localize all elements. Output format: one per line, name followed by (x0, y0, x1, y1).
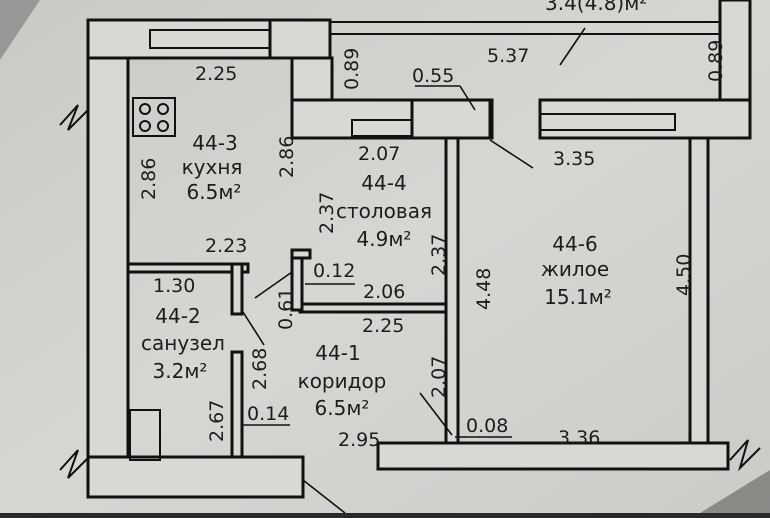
wall-niche-top (290, 248, 312, 260)
dim-right-0-89: 0.89 (705, 40, 727, 82)
dim-kitchen-left: 2.86 (138, 158, 160, 200)
wall-top-kitchen (86, 18, 290, 60)
wall-bottom-right (376, 441, 730, 471)
dim-2-68: 2.68 (249, 348, 271, 390)
leader-2-68 (242, 311, 265, 346)
room-kitchen-id: 44-3 (192, 131, 237, 155)
wall-dining-bottom (298, 302, 457, 314)
dim-5-37: 5.37 (487, 45, 529, 67)
dim-bath-top: 1.30 (153, 275, 195, 297)
dim-dining-right: 2.37 (428, 234, 450, 276)
leader-0-08 (419, 392, 453, 436)
break-mark-right (729, 439, 761, 472)
room-corridor-name: коридор (298, 369, 387, 393)
dim-left-0-89: 0.89 (341, 48, 363, 90)
break-mark-left-low (59, 449, 89, 479)
room-dining-area: 4.9м² (357, 227, 412, 251)
dim-corr-top: 2.25 (362, 315, 404, 337)
dim-vent: 0.55 (412, 65, 454, 87)
break-mark-left (59, 104, 89, 131)
wall-kitchen-bath (126, 262, 250, 274)
leader-niche (254, 271, 293, 299)
dim-corr-bottom: 2.95 (338, 429, 380, 451)
dim-kitchen-bottom: 2.23 (205, 235, 247, 257)
room-dining: 44-4 столовая 4.9м² (336, 171, 432, 251)
dim-kitchen-top: 2.25 (195, 63, 237, 85)
dim-0-12: 0.12 (313, 260, 355, 282)
room-dining-name: столовая (336, 199, 432, 223)
room-bathroom-name: санузел (141, 331, 225, 355)
walls (86, 0, 752, 499)
bath-fixture (129, 409, 161, 461)
room-living-name: жилое (541, 257, 609, 281)
stove (132, 97, 176, 137)
dim-3-35: 3.35 (553, 148, 595, 170)
dim-bath-left: 2.67 (206, 400, 228, 442)
window-living (539, 113, 676, 131)
leader-vent-diag (459, 85, 476, 111)
room-bathroom: 44-2 санузел 3.2м² (141, 304, 225, 383)
room-corridor-id: 44-1 (315, 341, 360, 365)
dim-0-08: 0.08 (466, 415, 508, 437)
dim-dining-top: 2.07 (358, 143, 400, 165)
leader-3-35 (489, 139, 534, 169)
dim-living-bottom: 3.36 (558, 427, 600, 449)
dim-0-14: 0.14 (247, 403, 289, 425)
room-bathroom-id: 44-2 (155, 304, 200, 328)
wall-top-mid (268, 18, 332, 60)
room-living-area: 15.1м² (544, 285, 612, 309)
room-living: 44-6 жилое 15.1м² (541, 232, 612, 309)
room-kitchen-area: 6.5м² (187, 180, 242, 204)
door-swing (302, 479, 346, 514)
room-dining-id: 44-4 (361, 171, 406, 195)
wall-bath-right (230, 262, 244, 316)
dim-top-area: 3.4(4.8)м² (545, 0, 647, 15)
wall-bath-right-low (230, 350, 244, 459)
vent-block (410, 98, 492, 140)
room-kitchen-name: кухня (182, 155, 243, 179)
room-corridor: 44-1 коридор 6.5м² (298, 341, 387, 420)
wall-living-top (538, 98, 752, 140)
wall-bottom-left (86, 455, 305, 499)
dim-dining-left: 2.37 (316, 192, 338, 234)
room-corridor-area: 6.5м² (315, 396, 370, 420)
dim-kitchen-right: 2.86 (276, 136, 298, 178)
dim-corr-right: 2.07 (428, 356, 450, 398)
dark-bottom-right (700, 470, 770, 513)
room-bathroom-area: 3.2м² (153, 359, 208, 383)
dim-dining-bottom: 2.06 (363, 281, 405, 303)
leader-top-window (559, 27, 586, 66)
dim-4-50: 4.50 (673, 254, 695, 296)
wall-outer-left (86, 18, 130, 462)
room-kitchen: 44-3 кухня 6.5м² (182, 131, 243, 204)
dim-niche: 0.61 (275, 288, 297, 330)
dim-4-48: 4.48 (473, 268, 495, 310)
wall-top-right (718, 0, 752, 102)
dark-corner (0, 0, 40, 60)
room-living-id: 44-6 (552, 232, 597, 256)
